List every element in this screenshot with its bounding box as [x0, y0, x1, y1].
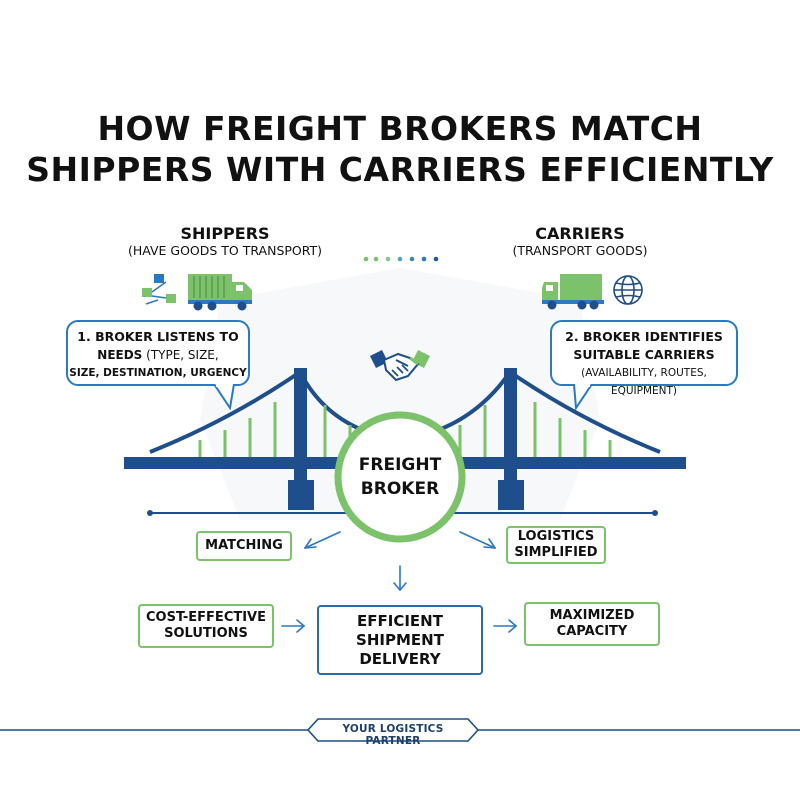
- dotted-connector: [363, 256, 439, 262]
- logistics-line-1: LOGISTICS: [517, 529, 595, 544]
- logistics-line-2: SIMPLIFIED: [514, 545, 598, 560]
- listen-line-1: 1. BROKER LISTENS TO: [77, 329, 239, 344]
- box-efficient-delivery: EFFICIENT SHIPMENT DELIVERY: [317, 605, 483, 675]
- cost-line-2: SOLUTIONS: [164, 626, 248, 641]
- box-cost-effective: COST-EFFECTIVE SOLUTIONS: [138, 604, 274, 648]
- listen-line-2b: (TYPE, SIZE,: [142, 348, 219, 362]
- broker-line-2: BROKER: [360, 479, 440, 499]
- broker-line-1: FREIGHT: [358, 455, 442, 475]
- footer-tagline: YOUR LOGISTICS PARTNER: [342, 723, 444, 747]
- capacity-line-2: CAPACITY: [556, 624, 628, 639]
- truck-icon: [188, 274, 252, 311]
- shipper-icons: [142, 274, 252, 311]
- network-icon: [142, 274, 176, 305]
- shippers-heading: SHIPPERS: [180, 224, 270, 243]
- truck-icon: [542, 274, 604, 310]
- efficient-line-2: SHIPMENT: [356, 630, 444, 649]
- flow-arrows: [281, 531, 517, 633]
- efficient-line-1: EFFICIENT: [357, 611, 443, 630]
- bubble-tail-right: [573, 384, 593, 410]
- efficient-line-3: DELIVERY: [359, 649, 441, 668]
- capacity-line-1: MAXIMIZED: [549, 608, 635, 623]
- identify-line-1: 2. BROKER IDENTIFIES: [565, 329, 723, 344]
- listen-line-3: SIZE, DESTINATION, URGENCY: [69, 367, 247, 379]
- identify-line-3: (AVAILABILITY, ROUTES, EQUIPMENT): [581, 367, 707, 397]
- broker-label: FREIGHT BROKER: [340, 453, 460, 501]
- handshake-icon: [370, 350, 430, 382]
- broker-circle: [334, 411, 466, 543]
- title-line-1: HOW FREIGHT BROKERS MATCH: [97, 109, 703, 148]
- carrier-icons: [542, 274, 643, 310]
- bubble-broker-identifies: 2. BROKER IDENTIFIES SUITABLE CARRIERS (…: [550, 320, 738, 397]
- box-logistics-simplified: LOGISTICS SIMPLIFIED: [506, 526, 606, 564]
- matching-label: MATCHING: [205, 538, 283, 553]
- cost-line-1: COST-EFFECTIVE: [145, 610, 266, 625]
- identify-line-2: SUITABLE CARRIERS: [573, 347, 715, 362]
- carriers-heading: CARRIERS: [535, 224, 625, 243]
- box-matching: MATCHING: [196, 531, 292, 561]
- globe-icon: [613, 275, 643, 305]
- page-title: HOW FREIGHT BROKERS MATCH SHIPPERS WITH …: [0, 108, 800, 190]
- shippers-subheading: (HAVE GOODS TO TRANSPORT): [127, 243, 323, 258]
- title-line-2: SHIPPERS WITH CARRIERS EFFICIENTLY: [26, 150, 774, 189]
- listen-line-2: NEEDS: [97, 348, 143, 362]
- box-maximized-capacity: MAXIMIZED CAPACITY: [524, 602, 660, 646]
- bubble-broker-listens: 1. BROKER LISTENS TO NEEDS (TYPE, SIZE, …: [66, 320, 250, 386]
- bridge-towers: [288, 368, 524, 510]
- bubble-tail-left: [213, 384, 235, 410]
- carriers-subheading: (TRANSPORT GOODS): [512, 243, 648, 258]
- footer-badge: [306, 718, 480, 742]
